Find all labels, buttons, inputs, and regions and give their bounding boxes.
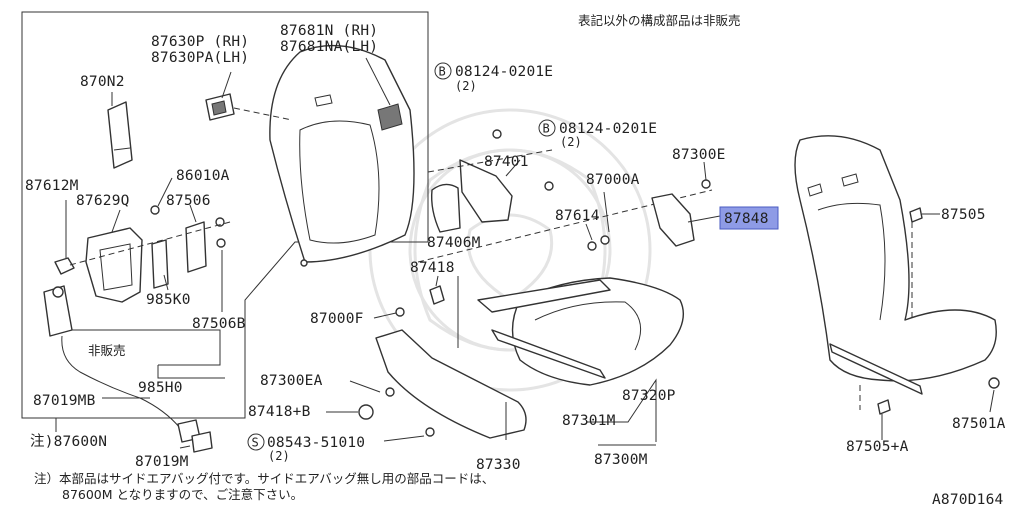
label-87681NA: 87681NA(LH) bbox=[280, 39, 378, 55]
label-87848: 87848 bbox=[724, 211, 769, 227]
label-nonsale: 非販売 bbox=[88, 343, 126, 358]
screw-marker: S bbox=[252, 436, 259, 450]
header-note: 表記以外の構成部品は非販売 bbox=[578, 13, 741, 28]
part-87612M bbox=[54, 257, 75, 275]
label-87019M: 87019M bbox=[135, 454, 189, 470]
label-985H0: 985H0 bbox=[138, 380, 183, 396]
part-87406M bbox=[430, 183, 461, 233]
label-bolt-2: 08124-0201E bbox=[559, 121, 657, 137]
part-87506 bbox=[185, 221, 207, 273]
label-87019MB: 87019MB bbox=[33, 393, 96, 409]
label-87629Q: 87629Q bbox=[76, 193, 130, 209]
label-87630P: 87630P (RH) bbox=[151, 34, 249, 50]
diagram-code: A870D164 bbox=[932, 492, 1004, 508]
footer-note-line2: 87600M となりますので、ご注意下さい。 bbox=[62, 487, 303, 502]
part-87418 bbox=[429, 285, 445, 305]
label-87600N: 注)87600N bbox=[30, 433, 107, 450]
highlight-87848 bbox=[719, 206, 779, 230]
label-87000A: 87000A bbox=[586, 172, 640, 188]
label-87614: 87614 bbox=[555, 208, 600, 224]
seat-cushion bbox=[477, 277, 684, 386]
label-87681N: 87681N (RH) bbox=[280, 23, 378, 39]
part-87848 bbox=[651, 193, 695, 247]
label-86010A: 86010A bbox=[176, 168, 230, 184]
complete-seat bbox=[794, 135, 1000, 415]
label-87300M: 87300M bbox=[594, 452, 648, 468]
label-87418: 87418 bbox=[410, 260, 455, 276]
label-87612M: 87612M bbox=[25, 178, 79, 194]
label-87406M: 87406M bbox=[427, 235, 481, 251]
assembly-frame bbox=[21, 11, 429, 419]
label-87505: 87505 bbox=[941, 207, 986, 223]
footer-note-line1: 注）本部品はサイドエアバッグ付です。サイドエアバッグ無し用の部品コードは、 bbox=[34, 471, 494, 486]
label-87330: 87330 bbox=[476, 457, 521, 473]
label-87501A: 87501A bbox=[952, 416, 1006, 432]
label-870N2: 870N2 bbox=[80, 74, 125, 90]
label-87418B: 87418+B bbox=[248, 404, 311, 420]
leader-lines bbox=[65, 57, 995, 449]
part-87629Q bbox=[85, 227, 143, 303]
label-87505A: 87505+A bbox=[846, 439, 909, 455]
part-87330 bbox=[375, 329, 527, 439]
label-87301M: 87301M bbox=[562, 413, 616, 429]
seat-back-cover bbox=[269, 44, 415, 267]
label-87401: 87401 bbox=[484, 154, 529, 170]
label-bolt-1-qty: (2) bbox=[455, 79, 477, 93]
bolt-marker-1: B bbox=[439, 65, 446, 79]
label-87300E: 87300E bbox=[672, 147, 726, 163]
label-87506: 87506 bbox=[166, 193, 211, 209]
part-87401 bbox=[459, 159, 513, 223]
label-985K0: 985K0 bbox=[146, 292, 191, 308]
label-screw: 08543-51010 bbox=[267, 435, 365, 451]
label-87300EA: 87300EA bbox=[260, 373, 323, 389]
label-87320P: 87320P bbox=[622, 388, 676, 404]
label-87000F: 87000F bbox=[310, 311, 364, 327]
label-bolt-1: 08124-0201E bbox=[455, 64, 553, 80]
label-87630PA: 87630PA(LH) bbox=[151, 50, 249, 66]
label-bolt-2-qty: (2) bbox=[560, 135, 582, 149]
part-870N2 bbox=[107, 101, 133, 169]
label-screw-qty: (2) bbox=[268, 449, 290, 463]
part-labels: 87630P (RH) 87630PA(LH) 87681N (RH) 8768… bbox=[25, 23, 1006, 473]
bolt-marker-2: B bbox=[543, 122, 550, 136]
label-87506B: 87506B bbox=[192, 316, 246, 332]
